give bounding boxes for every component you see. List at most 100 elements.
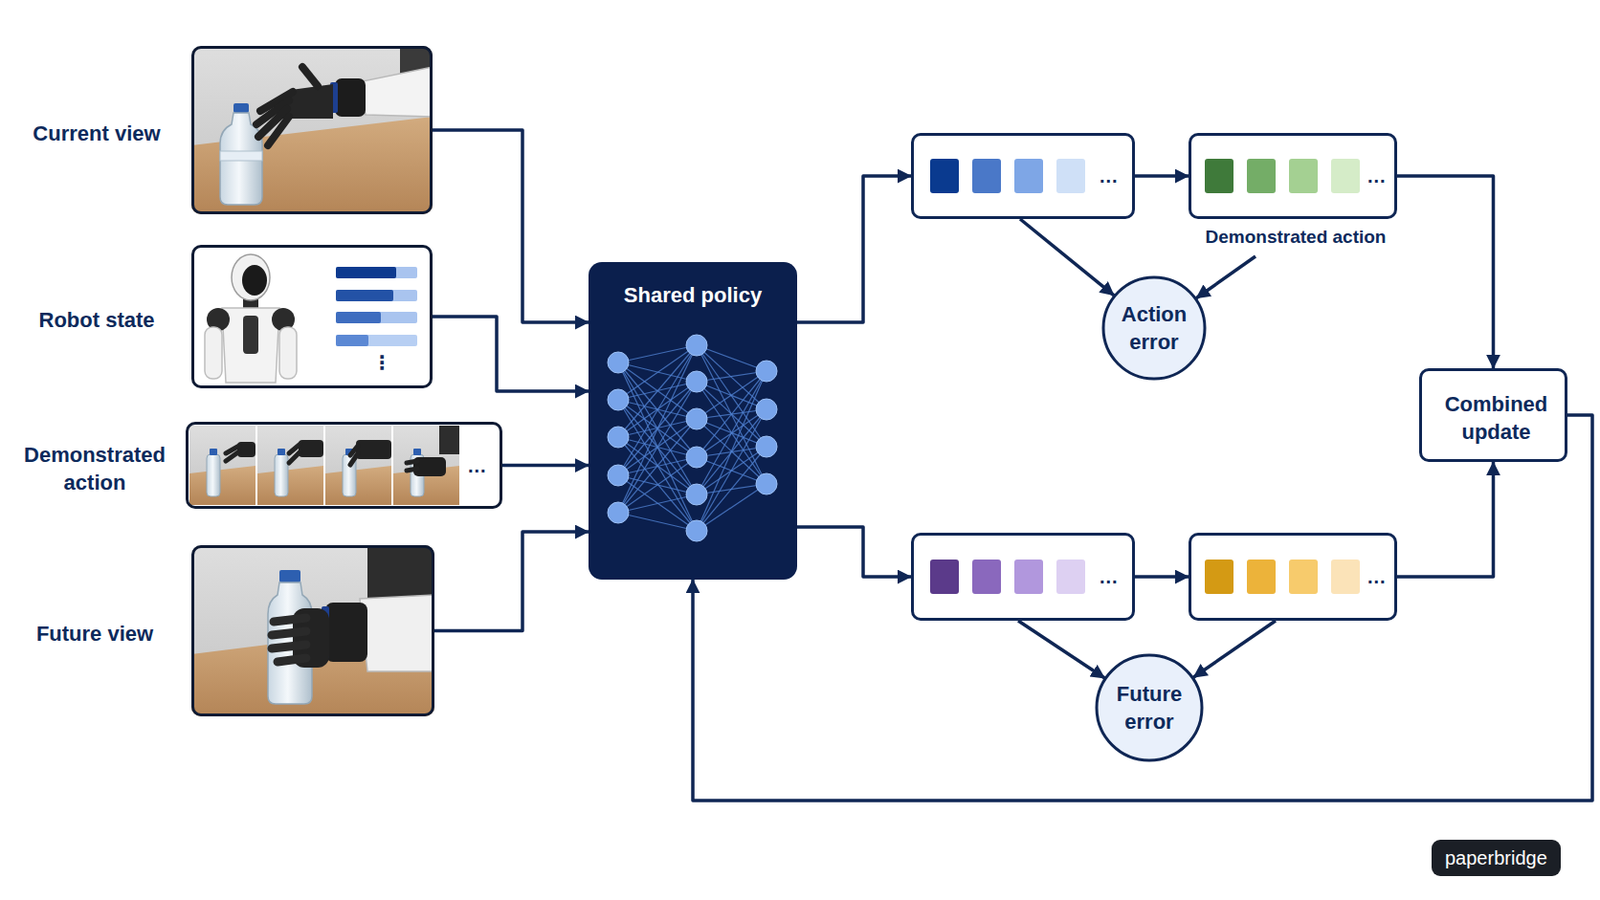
ellipsis-mark: ... [1099,565,1119,589]
token-square [1288,158,1318,194]
net-link [618,345,697,476]
node-label: Demonstrated action [3,441,186,497]
net-neuron [607,465,629,487]
state-box: Robot state⋮ [191,244,433,389]
ellipsis-mark: ... [467,454,488,478]
net-neuron [686,520,708,542]
token-square [1056,158,1086,194]
net-neuron [755,360,778,382]
net-link [696,371,767,495]
token-box: ...Demonstrated action [1188,133,1398,220]
ellipsis-mark: ... [1367,164,1387,188]
net-neuron [755,399,778,421]
token-box: ... [911,533,1135,622]
circle-shape [1103,277,1205,379]
flow-arrow [692,415,1593,801]
error-circle: Action error [1101,275,1207,381]
net-link [618,512,697,532]
token-square [930,158,959,194]
token-squares [930,158,1360,595]
node-label: Demonstrated action [1153,225,1439,249]
watermark: paperbridge [1431,840,1561,877]
net-link [618,475,697,532]
token-square [1014,158,1044,194]
net-neuron [607,389,629,411]
node-label: Combined update [1429,390,1563,446]
net-neuron [686,371,708,393]
token-square [972,559,1001,595]
token-square [1014,559,1044,595]
net-neuron [686,446,708,468]
net-neuron [607,426,629,448]
net-link [696,371,767,532]
ellipsis-mark: ... [1099,164,1119,188]
flow-arrow [432,130,589,323]
flow-arrow [502,464,589,468]
net-link [696,484,767,532]
net-link [618,457,697,513]
token-square [1056,559,1086,595]
ellipsis-mark: ⋮ [372,351,393,375]
net-link [696,345,767,485]
net-neuron [755,436,778,458]
net-neuron [607,352,629,374]
future-view-photo [191,545,435,717]
flow-arrow [1397,462,1494,578]
net-neuron [686,484,708,506]
flow-arrow [797,527,912,578]
token-square [1331,559,1360,595]
net-link [618,419,697,513]
net-neuron [686,408,708,430]
token-square [1246,559,1276,595]
neural-network [607,334,778,542]
net-link [618,437,697,532]
circle-outline [1094,653,1204,763]
node-label: Future view [3,620,186,648]
current-view-photo [191,45,433,215]
token-square [1246,158,1276,194]
flow-arrow [1196,256,1256,299]
circle-outline [1101,275,1207,381]
flow-arrow [1020,219,1114,296]
net-link [618,381,697,513]
ellipsis-mark: ... [1367,565,1387,589]
image-box: Current view [191,45,433,215]
node-label: Current view [5,119,188,148]
filmstrip-box: Demonstrated action... [185,422,503,510]
net-link [618,345,697,438]
flow-arrow [432,316,589,392]
process-box: Combined update [1419,368,1568,463]
filmstrip [189,425,460,506]
token-box: ... [911,133,1135,220]
token-square [1204,559,1234,595]
token-square [1288,559,1318,595]
circle-shape [1096,655,1202,761]
net-link [696,345,767,410]
flow-arrow [1134,174,1189,178]
net-neuron [755,473,778,495]
flow-arrow [434,532,589,632]
flow-arrow [1397,176,1494,369]
policy-panel [588,262,798,580]
net-link [618,362,697,532]
token-square [972,158,1001,194]
net-neuron [607,502,629,524]
net-link [696,409,767,532]
token-square [930,559,959,595]
token-square [1331,158,1360,194]
node-label: Robot state [5,306,188,334]
node-label: Action error [1109,300,1200,356]
flow-arrow [1193,621,1276,678]
flow-arrow [1134,575,1189,579]
net-link [618,345,697,513]
node-label: Future error [1102,680,1197,736]
net-link [618,494,697,513]
token-square [1204,158,1234,194]
flow-arrow [797,176,912,323]
policy-box: Shared policy [588,262,798,580]
net-link [618,400,697,532]
error-circle: Future error [1094,653,1204,763]
net-neuron [686,334,708,356]
image-box: Future view [191,545,435,717]
robot-figure [204,254,418,383]
